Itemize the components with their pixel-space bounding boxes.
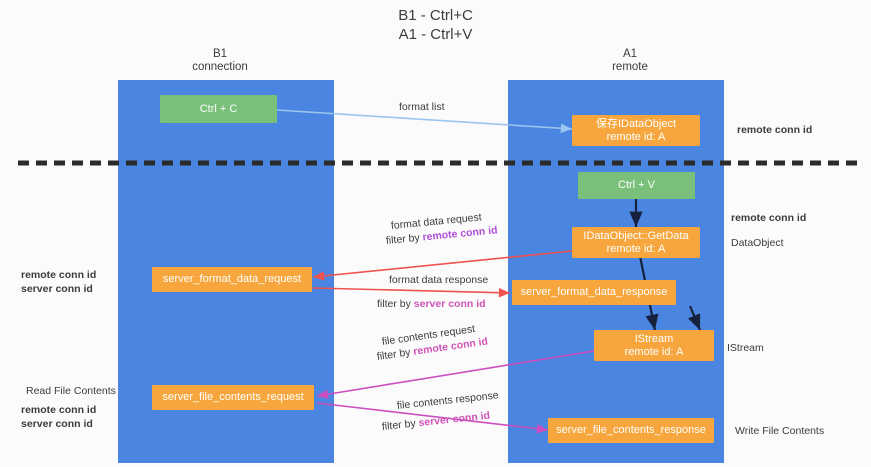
diagram-title: B1 - Ctrl+C A1 - Ctrl+V: [0, 6, 871, 44]
filter-prefix: filter by: [376, 345, 415, 363]
node-server-format-data-request-label: server_format_data_request: [162, 273, 302, 285]
node-server-file-contents-response[interactable]: server_file_contents_response: [548, 418, 714, 443]
node-server-format-data-response-label: server_format_data_response: [520, 286, 668, 298]
node-server-format-data-response[interactable]: server_format_data_response: [512, 280, 676, 305]
node-getdata-line1: IDataObject::GetData: [583, 229, 689, 242]
annotation-remote-conn-id-top: remote conn id: [737, 124, 813, 136]
node-server-file-contents-response-label: server_file_contents_response: [556, 424, 706, 436]
node-istream-line1: IStream: [634, 332, 674, 345]
annotation-remote-conn-id-mid: remote conn id: [731, 212, 807, 224]
node-istream[interactable]: IStream remote id: A: [594, 330, 714, 361]
filter-key-server-conn-id: server conn id: [413, 298, 486, 310]
column-header-b1: B1 connection: [160, 48, 280, 74]
column-header-a1: A1 remote: [570, 48, 690, 74]
node-server-file-contents-request-label: server_file_contents_request: [162, 391, 304, 403]
filter-key-server-conn-id: server conn id: [417, 409, 491, 430]
node-ctrl-c-label: Ctrl + C: [199, 102, 238, 115]
node-ctrl-v[interactable]: Ctrl + V: [578, 172, 695, 199]
column-header-b1-name: B1: [212, 48, 228, 60]
node-ctrl-c[interactable]: Ctrl + C: [160, 95, 277, 123]
node-server-format-data-request[interactable]: server_format_data_request: [152, 267, 312, 292]
filter-prefix: filter by: [377, 298, 414, 310]
node-server-file-contents-request[interactable]: server_file_contents_request: [152, 385, 314, 410]
arrow-format-data-response: [312, 287, 511, 298]
column-header-a1-name: A1: [622, 48, 638, 60]
annotation-dataobject: DataObject: [731, 237, 784, 249]
column-header-a1-sub: remote: [612, 61, 648, 73]
node-idataobject-getdata[interactable]: IDataObject::GetData remote id: A: [572, 227, 700, 258]
annotation-left-remote-conn-id-bottom: remote conn id: [21, 404, 97, 416]
node-save-dataobject[interactable]: 保存IDataObject remote id: A: [572, 115, 700, 146]
node-istream-line2: remote id: A: [624, 345, 684, 358]
filter-prefix: filter by: [381, 417, 420, 433]
annotation-left-server-conn-id-mid: server conn id: [21, 283, 93, 295]
annotation-left-remote-conn-id-mid: remote conn id: [21, 269, 97, 281]
column-header-b1-sub: connection: [192, 61, 248, 73]
annotation-write-file-contents: Write File Contents: [735, 425, 825, 437]
filter-prefix: filter by: [385, 231, 424, 247]
node-save-dataobject-line2: remote id: A: [606, 130, 666, 143]
node-getdata-line2: remote id: A: [606, 242, 666, 255]
edge-label-format-list: format list: [399, 101, 445, 113]
title-line-1: B1 - Ctrl+C: [398, 7, 473, 24]
node-save-dataobject-line1: 保存IDataObject: [595, 117, 677, 130]
edge-label-file-contents-response-filter: filter by server conn id: [381, 410, 490, 434]
annotation-read-file-contents: Read File Contents: [26, 385, 116, 397]
annotation-left-server-conn-id-bottom: server conn id: [21, 418, 93, 430]
node-ctrl-v-label: Ctrl + V: [618, 179, 655, 191]
annotation-istream: IStream: [727, 342, 764, 354]
edge-label-format-data-response: format data response: [389, 274, 489, 286]
title-line-2: A1 - Ctrl+V: [398, 26, 473, 43]
edge-label-format-data-response-filter: filter by server conn id: [377, 298, 486, 311]
